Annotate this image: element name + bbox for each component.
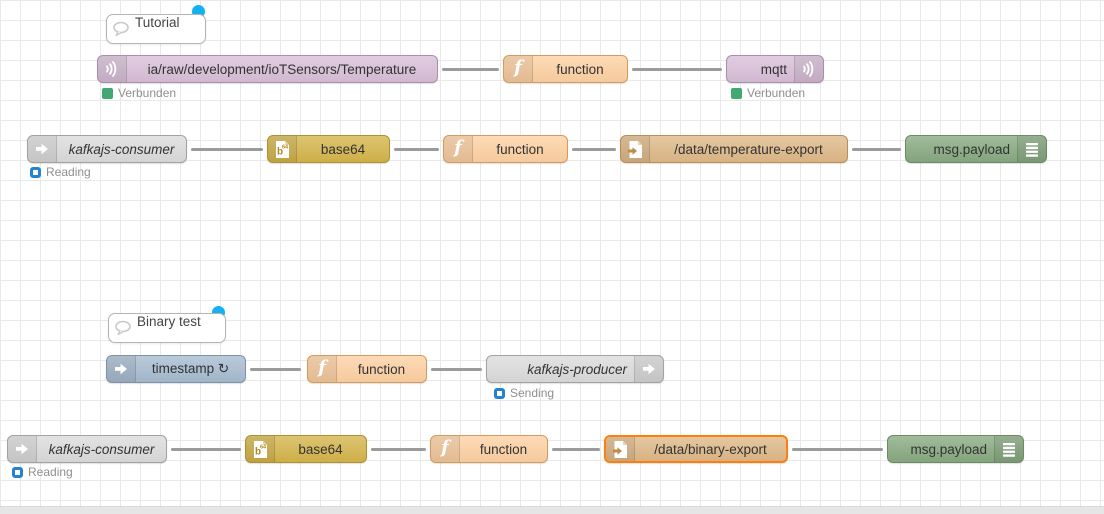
file-export-icon [621, 136, 650, 162]
node-label: mqtt [760, 61, 787, 77]
status-activity-icon [494, 387, 505, 399]
wire[interactable] [632, 68, 722, 71]
kafka-consumer-node[interactable]: kafkajs-consumer [7, 435, 175, 463]
node-label: base64 [298, 441, 343, 457]
status-text: Reading [46, 165, 91, 179]
node-label: function [556, 61, 604, 77]
debug-node[interactable]: msg.payload [879, 435, 1042, 463]
svg-text:64: 64 [282, 144, 289, 150]
debug-node[interactable]: msg.payload [897, 135, 1065, 163]
mqtt-in-node[interactable]: ia/raw/development/ioTSensors/Temperatur… [97, 55, 446, 83]
node-label: /data/temperature-export [674, 141, 823, 157]
radio-signal-icon [98, 56, 127, 82]
arrow-right-icon [28, 136, 57, 162]
status-text: Verbunden [118, 86, 177, 100]
wire[interactable] [572, 148, 616, 151]
svg-text:b: b [277, 146, 283, 157]
comment-label: Binary test [137, 314, 201, 329]
node-label: kafkajs-consumer [68, 141, 175, 157]
horizontal-scrollbar[interactable] [0, 506, 1104, 514]
comment-label: Tutorial [135, 15, 180, 30]
wire[interactable] [171, 448, 241, 451]
function-node[interactable]: f function [299, 355, 435, 383]
file-write-node[interactable]: /data/temperature-export [612, 135, 856, 163]
comment-node-tutorial[interactable]: Tutorial [106, 14, 206, 44]
wire[interactable] [442, 68, 499, 71]
wire[interactable] [250, 368, 301, 371]
wire[interactable] [792, 448, 883, 451]
wire[interactable] [394, 148, 439, 151]
node-label: kafkajs-producer [527, 361, 627, 377]
status-connected-icon [102, 87, 113, 99]
list-lines-icon [994, 436, 1023, 462]
svg-text:64: 64 [260, 444, 267, 450]
file-write-node-selected[interactable]: /data/binary-export [597, 435, 795, 463]
mqtt-out-node[interactable]: mqtt [718, 55, 824, 83]
node-label: function [479, 441, 528, 457]
node-status: Verbunden [731, 86, 805, 100]
node-label: kafkajs-consumer [48, 441, 155, 457]
status-text: Verbunden [747, 86, 806, 100]
node-label: msg.payload [933, 141, 1010, 157]
node-label: function [357, 361, 406, 377]
arrow-right-icon [8, 436, 37, 462]
arrow-right-icon [107, 356, 136, 382]
kafka-producer-node[interactable]: kafkajs-producer [478, 355, 664, 383]
function-f-icon: f [431, 436, 460, 462]
speech-bubble-icon [109, 314, 137, 342]
status-connected-icon [731, 87, 742, 99]
function-node[interactable]: f function [435, 135, 576, 163]
radio-signal-icon [794, 56, 823, 82]
node-label: ia/raw/development/ioTSensors/Temperatur… [147, 61, 417, 77]
wire[interactable] [371, 448, 426, 451]
node-label: timestamp ↻ [151, 361, 230, 376]
list-lines-icon [1017, 136, 1046, 162]
node-status: Reading [30, 165, 91, 179]
file-export-icon [606, 437, 635, 461]
node-status: Sending [494, 386, 554, 400]
node-status: Reading [12, 465, 73, 479]
node-label: base64 [320, 141, 366, 157]
speech-bubble-icon [107, 15, 135, 43]
node-status: Verbunden [102, 86, 176, 100]
status-text: Sending [510, 386, 555, 400]
function-node[interactable]: f function [422, 435, 556, 463]
function-f-icon: f [444, 136, 473, 162]
wire[interactable] [191, 148, 263, 151]
wire[interactable] [552, 448, 600, 451]
node-label: function [496, 141, 544, 157]
comment-node-binary-test[interactable]: Binary test [108, 313, 226, 343]
function-f-icon: f [504, 56, 533, 82]
wire[interactable] [852, 148, 901, 151]
inject-node[interactable]: timestamp ↻ [87, 355, 254, 383]
node-label: /data/binary-export [654, 441, 767, 457]
kafka-consumer-node[interactable]: kafkajs-consumer [27, 135, 195, 163]
status-text: Reading [28, 465, 73, 479]
function-node[interactable]: f function [495, 55, 636, 83]
status-activity-icon [30, 166, 41, 178]
node-label: msg.payload [910, 441, 987, 457]
svg-text:b: b [255, 446, 261, 457]
status-activity-icon [12, 466, 23, 478]
function-f-icon: f [308, 356, 337, 382]
arrow-right-icon [634, 356, 663, 382]
wire[interactable] [431, 368, 482, 371]
